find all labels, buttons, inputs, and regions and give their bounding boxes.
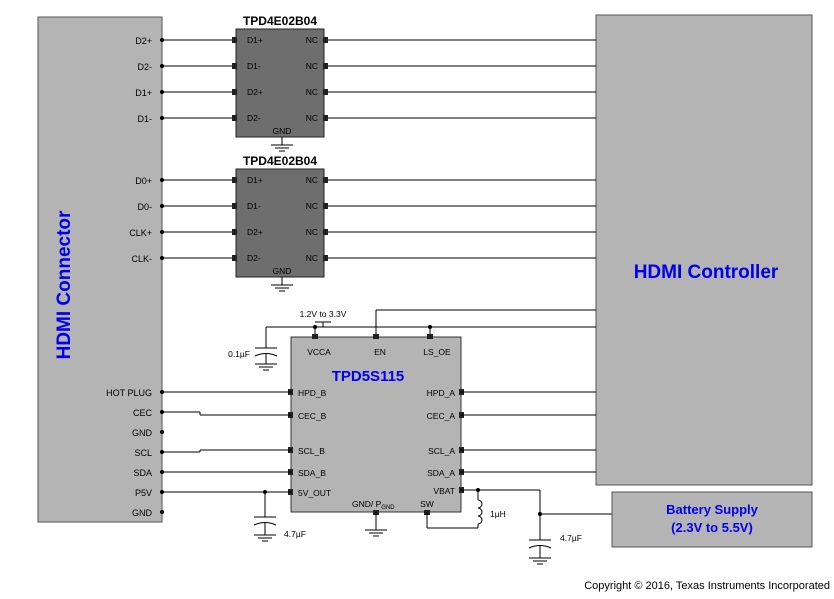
connector-pin-label: P5V [135, 488, 152, 498]
esd-chip-2-pin-label: D2- [247, 253, 261, 263]
connector-pin-label: D0+ [135, 176, 152, 186]
inductor-label: 1µH [490, 509, 506, 519]
esd-chip-2-pin-label: NC [306, 201, 318, 211]
tpd5s115-pin-label: HPD_A [427, 388, 456, 398]
tpd5s115-pin-label: VBAT [433, 486, 455, 496]
battery-supply-block [611, 491, 813, 548]
connector-pin-label: D2+ [135, 36, 152, 46]
esd-chip-1-pin-label: NC [306, 35, 318, 45]
connector-pin-label: GND [132, 508, 153, 518]
esd-chip-1-body [235, 28, 325, 138]
cap-vcca-label: 0.1µF [228, 349, 250, 359]
connector-pin-label: GND [132, 428, 153, 438]
tpd5s115-pin-label: 5V_OUT [298, 488, 331, 498]
inductor-network [426, 488, 612, 540]
capacitor-5v-out [253, 490, 277, 542]
connector-pin-label: CLK- [131, 254, 152, 264]
connector-pin-label: CEC [133, 408, 153, 418]
tpd5s115-pin-label: CEC_B [298, 411, 327, 421]
capacitor-vbat [528, 539, 552, 565]
tpd5s115-body [290, 336, 462, 513]
esd-chip-1-pins [232, 37, 328, 121]
ground-symbol [365, 512, 387, 537]
esd-chip-1-gnd-label: GND [273, 126, 292, 136]
esd-chip-2-pin-label: D2+ [247, 227, 263, 237]
gnd-p-subscript: GND [381, 505, 395, 511]
battery-supply-line1: Battery Supply [666, 502, 759, 517]
connector-pin-label: SCL [134, 448, 152, 458]
tpd5s115-pin-label: HPD_B [298, 388, 327, 398]
connector-pin-label: D0- [137, 202, 152, 212]
tpd5s115-pin-label: SW [420, 499, 434, 509]
tpd5s115-pin-label: SCL_A [428, 446, 455, 456]
ground-symbol [271, 277, 293, 292]
hdmi-connector-title: HDMI Connector [54, 210, 75, 359]
cap-vbat-label: 4.7µF [560, 533, 582, 543]
connector-pin-label: CLK+ [129, 228, 152, 238]
esd-chip-1-pin-label: D2+ [247, 87, 263, 97]
hdmi-controller-block [595, 14, 813, 486]
tpd5s115-title: TPD5S115 [332, 368, 405, 385]
tpd5s115-pin-label: VCCA [307, 347, 331, 357]
tpd5s115-pin-label: EN [374, 347, 386, 357]
esd-chip-2-pins [232, 177, 328, 261]
supply-voltage-label: 1.2V to 3.3V [300, 309, 347, 319]
capacitor-vcca [254, 347, 278, 371]
esd-chip-2-gnd-label: GND [273, 266, 292, 276]
esd-chip-1-pin-label: D1- [247, 61, 261, 71]
tpd5s115-gnd-label: GND/ PGND [352, 499, 395, 511]
differential-signal-wires [160, 38, 596, 260]
tpd5s115-pin-label: SCL_B [298, 446, 325, 456]
control-signal-wires [160, 390, 596, 514]
tpd5s115-pin-label: LS_OE [423, 347, 451, 357]
esd-chip-1-pin-label: D2- [247, 113, 261, 123]
esd-chip-1-pin-label: NC [306, 61, 318, 71]
copyright-text: Copyright © 2016, Texas Instruments Inco… [584, 580, 830, 592]
connector-pin-label: SDA [133, 468, 152, 478]
esd-chip-2-title: TPD4E02B04 [243, 154, 317, 168]
hdmi-connector-block [37, 16, 163, 523]
ground-symbol [271, 137, 293, 152]
esd-chip-2-pin-label: D1- [247, 201, 261, 211]
esd-chip-1-pin-label: D1+ [247, 35, 263, 45]
esd-chip-1-pin-label: NC [306, 87, 318, 97]
hdmi-controller-title: HDMI Controller [634, 262, 779, 283]
esd-chip-2-pin-label: D1+ [247, 175, 263, 185]
battery-supply-line2: (2.3V to 5.5V) [671, 520, 753, 535]
tpd5s115-pin-label: SDA_A [427, 468, 455, 478]
esd-chip-2-pin-label: NC [306, 175, 318, 185]
gnd-p-label: GND/ P [352, 499, 382, 509]
supply-rail [265, 309, 596, 348]
esd-chip-1-pin-label: NC [306, 113, 318, 123]
esd-chip-2-body [235, 168, 325, 278]
esd-chip-2-pin-label: NC [306, 227, 318, 237]
connector-pin-label: D1+ [135, 88, 152, 98]
cap-5v-label: 4.7µF [284, 529, 306, 539]
tpd5s115-pin-label: CEC_A [427, 411, 456, 421]
esd-chip-2-pin-label: NC [306, 253, 318, 263]
esd-chip-1-title: TPD4E02B04 [243, 14, 317, 28]
tpd5s115-pin-label: SDA_B [298, 468, 326, 478]
connector-pin-label: D2- [137, 62, 152, 72]
connector-pin-label: HOT PLUG [106, 388, 152, 398]
connector-pin-label: D1- [137, 114, 152, 124]
